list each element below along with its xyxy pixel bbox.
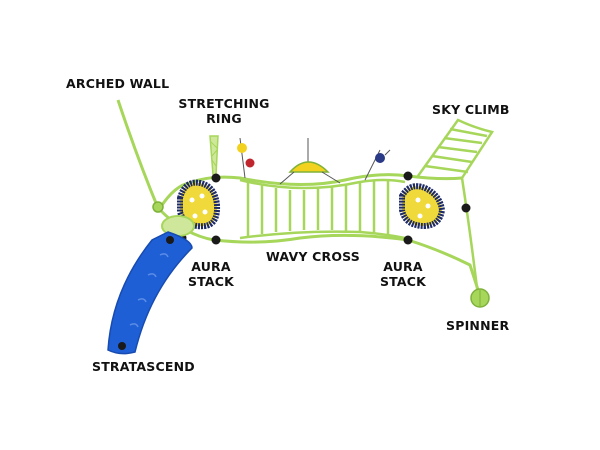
aura-stack-right [399, 183, 446, 230]
arched-wall-pole [116, 99, 160, 209]
stretching-ring-post [209, 135, 219, 176]
hanging-holds [237, 137, 391, 185]
spinner [470, 288, 490, 308]
sky-climb-net [416, 118, 495, 179]
label-wavy-cross: WAVY CROSS [266, 249, 360, 264]
wavy-cross-ladder [239, 178, 406, 240]
aura-stack-left [177, 179, 221, 230]
label-stretching-ring-line2: RING [206, 111, 242, 126]
label-arched-wall: ARCHED WALL [66, 76, 170, 91]
label-stratascend: STRATASCEND [92, 359, 195, 374]
label-aura-stack-right-line2: STACK [379, 274, 427, 289]
label-aura-stack-left: AURA STACK [182, 259, 240, 289]
label-aura-stack-left-line2: STACK [187, 274, 235, 289]
label-aura-stack-right: AURA STACK [374, 259, 432, 289]
stratascend-panel [107, 231, 193, 355]
label-stretching-ring: STRETCHING RING [172, 96, 276, 126]
hold-navy [375, 153, 385, 163]
hold-yellow [237, 143, 247, 153]
main-frame [158, 173, 482, 297]
label-aura-stack-left-line1: AURA [191, 259, 231, 274]
label-sky-climb: SKY CLIMB [432, 102, 510, 117]
label-spinner: SPINNER [446, 318, 510, 333]
label-aura-stack-right-line1: AURA [383, 259, 423, 274]
hold-saucer [288, 161, 330, 173]
label-stretching-ring-line1: STRETCHING [178, 96, 270, 111]
hold-red [245, 158, 255, 168]
